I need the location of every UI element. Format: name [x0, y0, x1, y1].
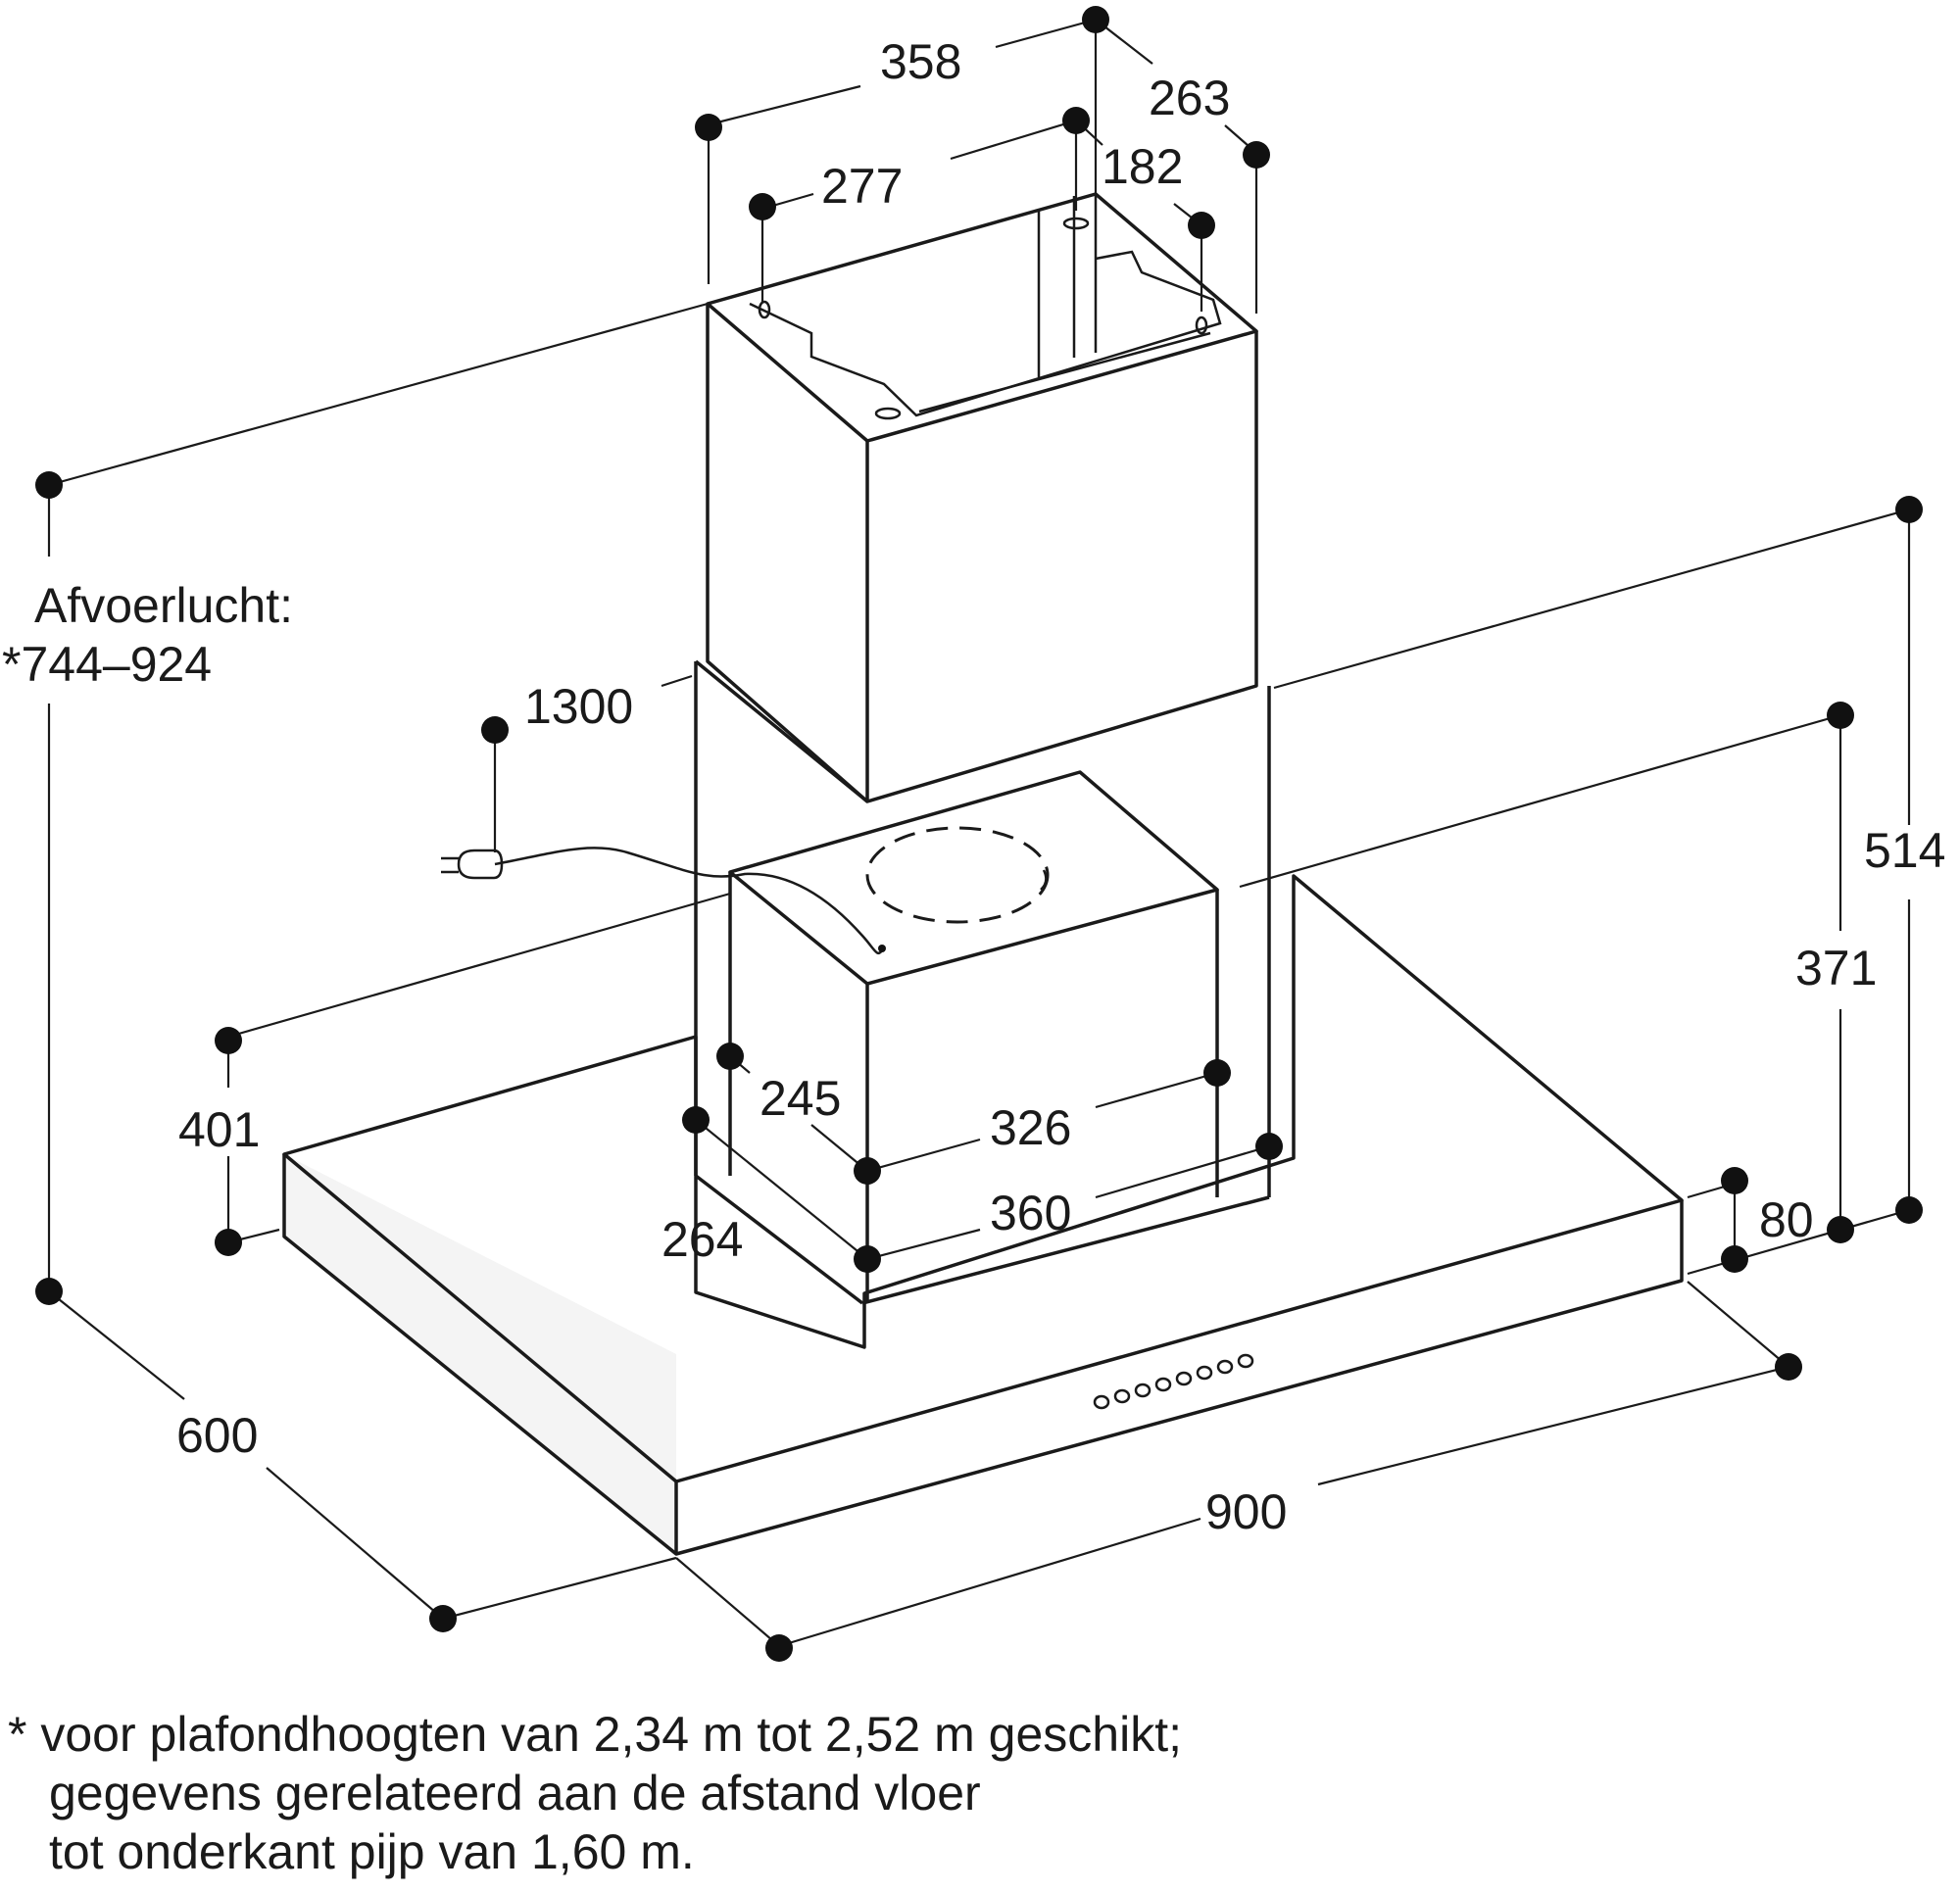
dim-900-label: 900: [1205, 1484, 1287, 1539]
dim-245-label: 245: [760, 1071, 841, 1126]
dim-264-label: 264: [662, 1212, 743, 1267]
dimension-dots: [35, 6, 1923, 1662]
footnote-line-3: tot onderkant pijp van 1,60 m.: [49, 1824, 695, 1879]
footnote: * voor plafondhoogten van 2,34 m tot 2,5…: [8, 1705, 1929, 1881]
dim-326-label: 326: [990, 1100, 1071, 1155]
exhaust-outlet-dashed: [865, 826, 1050, 924]
exhaust-air-range: *744–924: [2, 637, 212, 692]
plug-icon: [441, 849, 504, 880]
dimension-lines: [47, 18, 1911, 1648]
dimension-labels: 358 263 277 182 1300 514 371 401 245 326…: [2, 34, 1945, 1539]
dim-182-label: 182: [1102, 139, 1183, 194]
dim-600-label: 600: [176, 1408, 258, 1463]
dim-360-label: 360: [990, 1186, 1071, 1240]
dim-263-label: 263: [1149, 71, 1230, 125]
lower-chimney: [694, 659, 1271, 1305]
dim-277-label: 277: [821, 159, 903, 214]
hood-canopy: [282, 874, 1684, 1556]
control-buttons: [1093, 1353, 1254, 1410]
footnote-line-2: gegevens gerelateerd aan de afstand vloe…: [49, 1766, 981, 1820]
dim-371-label: 371: [1795, 941, 1877, 995]
upper-chimney: [706, 192, 1258, 803]
dim-1300-label: 1300: [524, 679, 633, 734]
exhaust-air-label: Afvoerlucht:: [34, 578, 293, 633]
power-cord: [441, 847, 886, 955]
dim-401-label: 401: [178, 1102, 260, 1157]
dim-514-label: 514: [1864, 823, 1945, 878]
canopy-front-face: [284, 1154, 676, 1554]
dim-358-label: 358: [880, 34, 961, 89]
footnote-line-1: * voor plafondhoogten van 2,34 m tot 2,5…: [8, 1707, 1182, 1762]
dim-80-label: 80: [1759, 1192, 1814, 1247]
motor-box: [728, 770, 1219, 1303]
